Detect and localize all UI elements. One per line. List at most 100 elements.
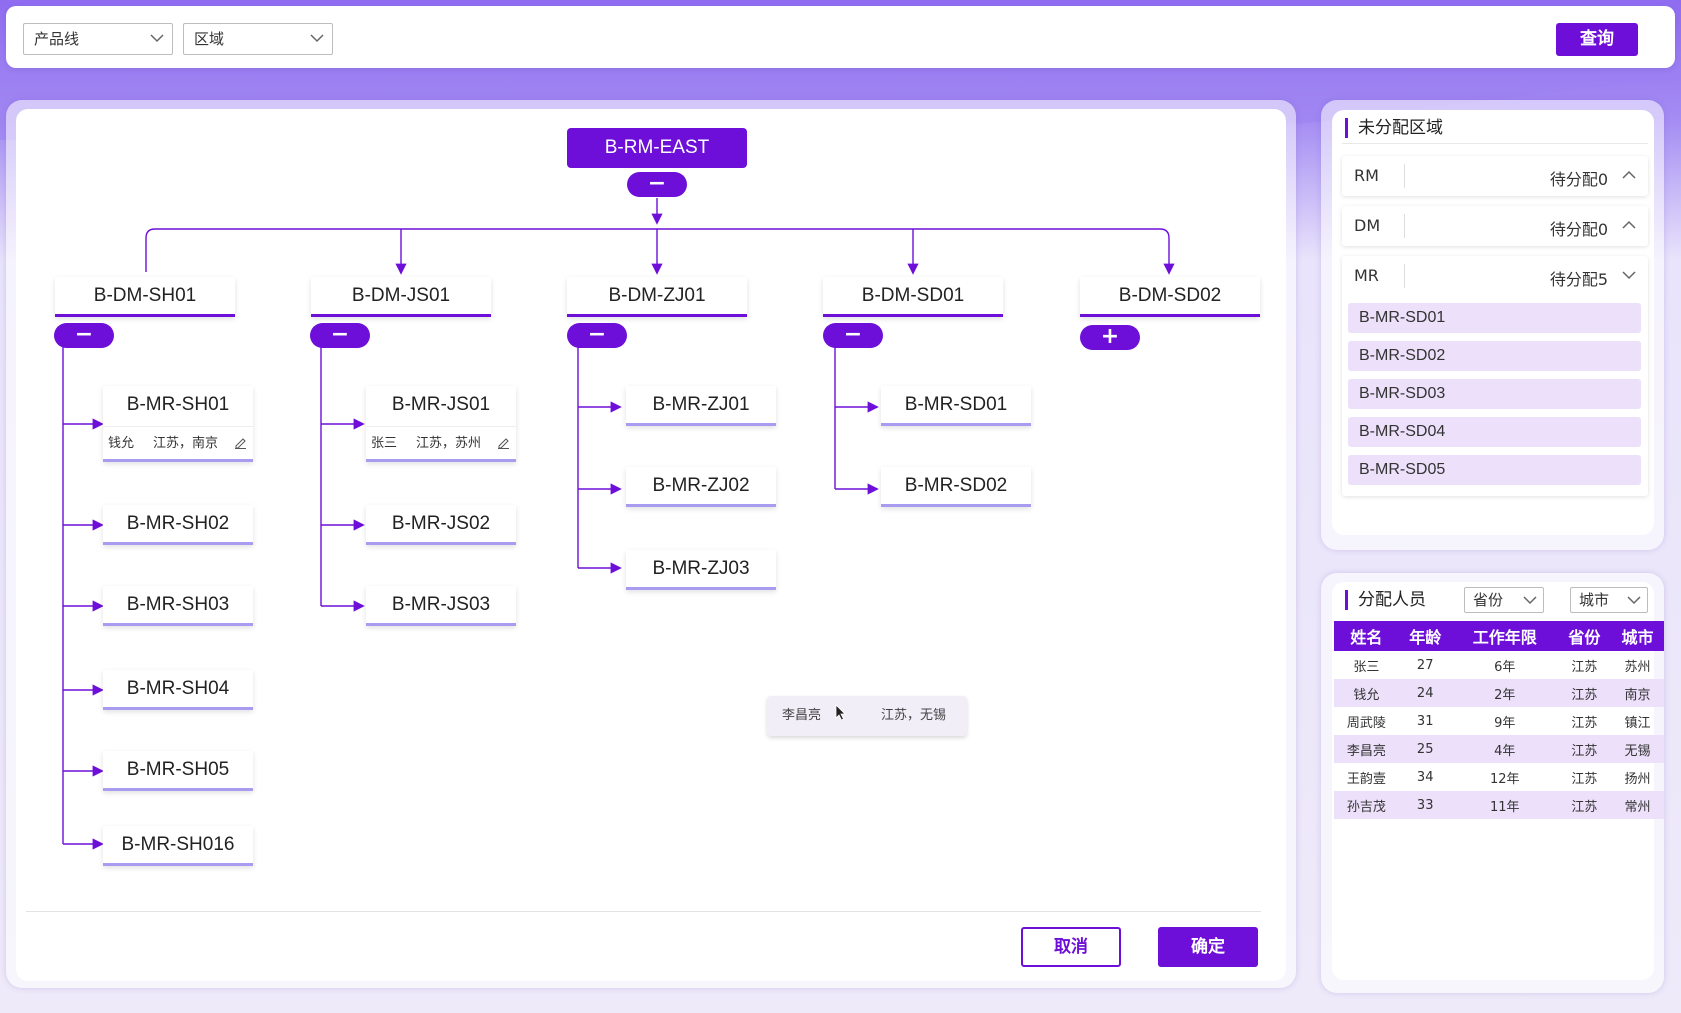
dm-node[interactable]: B-DM-SD01 — [823, 277, 1003, 317]
region-select[interactable]: 区域 — [183, 23, 333, 55]
mr-node[interactable]: B-MR-SD01 — [881, 386, 1031, 426]
accordion-separator — [1404, 264, 1405, 288]
dm-collapse-toggle[interactable]: − — [54, 323, 114, 348]
cell-years: 4年 — [1451, 735, 1558, 763]
cell-age: 24 — [1398, 679, 1452, 707]
cell-name: 周武陵 — [1346, 715, 1386, 731]
cell-province: 江苏 — [1571, 659, 1598, 675]
unassigned-panel-title: 未分配区域 — [1345, 118, 1443, 138]
mr-node-name: B-MR-JS01 — [391, 394, 491, 415]
unassigned-mr-item[interactable]: B-MR-SD02 — [1348, 341, 1641, 371]
cell-city: 镇江 — [1624, 715, 1651, 731]
table-row[interactable]: 周武陵 31 9年 江苏 镇江 — [1334, 707, 1664, 735]
edit-icon[interactable] — [497, 436, 510, 449]
assignee-location: 江苏，南京 — [153, 435, 219, 450]
root-node[interactable]: B-RM-EAST — [567, 128, 747, 168]
cell-age: 33 — [1398, 791, 1452, 819]
cell-city: 苏州 — [1624, 659, 1651, 675]
accordion-count: 待分配5 — [1549, 270, 1608, 289]
accordion-dm[interactable]: DM 待分配0 — [1342, 206, 1648, 246]
cell-age: 34 — [1416, 769, 1434, 785]
people-table: 姓名 年龄 工作年限 省份 城市 张三 27 6年 江苏 苏州 钱允 24 2年… — [1334, 621, 1664, 819]
footer-divider — [26, 911, 1261, 912]
mr-assignee: 钱允 江苏，南京 — [103, 426, 253, 459]
unassigned-mr-item[interactable]: B-MR-SD03 — [1348, 379, 1641, 409]
confirm-button[interactable]: 确定 — [1158, 927, 1258, 967]
unassigned-mr-item[interactable]: B-MR-SD01 — [1348, 303, 1641, 333]
dm-collapse-toggle[interactable]: − — [567, 323, 627, 348]
cancel-button[interactable]: 取消 — [1021, 927, 1121, 967]
dragging-person-card[interactable]: 李昌亮 江苏，无锡 — [767, 696, 967, 736]
edit-icon[interactable] — [234, 436, 247, 449]
cell-name: 王韵壹 — [1346, 771, 1386, 787]
drag-person-name: 李昌亮 — [782, 708, 822, 723]
chevron-down-icon — [150, 34, 164, 43]
mr-node[interactable]: B-MR-ZJ02 — [626, 467, 776, 507]
mr-node[interactable]: B-MR-SH05 — [103, 751, 253, 791]
region-select-value: 区域 — [194, 30, 225, 48]
mr-node[interactable]: B-MR-SH02 — [103, 505, 253, 545]
chevron-up-icon — [1622, 220, 1636, 229]
cell-name: 张三 — [1353, 659, 1380, 675]
table-row[interactable]: 李昌亮 25 4年 江苏 无锡 — [1334, 735, 1664, 763]
cell-province: 江苏 — [1557, 679, 1611, 707]
table-row[interactable]: 张三 27 6年 江苏 苏州 — [1334, 651, 1664, 679]
drag-person-location: 江苏，无锡 — [881, 708, 947, 723]
mr-node[interactable]: B-MR-SH04 — [103, 670, 253, 710]
column-header[interactable]: 城市 — [1610, 621, 1664, 651]
column-header[interactable]: 年龄 — [1398, 621, 1452, 651]
chevron-down-icon — [1523, 596, 1537, 605]
accordion-key: MR — [1354, 266, 1379, 285]
table-row[interactable]: 孙吉茂 33 11年 江苏 常州 — [1334, 791, 1664, 819]
chevron-down-icon — [1627, 596, 1641, 605]
product-line-select[interactable]: 产品线 — [23, 23, 173, 55]
dm-node[interactable]: B-DM-SD02 — [1080, 277, 1260, 317]
cell-city: 常州 — [1610, 791, 1664, 819]
table-row[interactable]: 王韵壹 34 12年 江苏 扬州 — [1334, 763, 1664, 791]
dm-node[interactable]: B-DM-SH01 — [55, 277, 235, 317]
people-panel-title: 分配人员 — [1345, 590, 1426, 610]
mr-node[interactable]: B-MR-JS03 — [366, 586, 516, 626]
chevron-down-icon — [1622, 271, 1636, 280]
root-collapse-toggle[interactable]: − — [627, 172, 687, 197]
table-row[interactable]: 钱允 24 2年 江苏 南京 — [1334, 679, 1664, 707]
cell-years: 6年 — [1494, 659, 1516, 675]
city-filter-select[interactable]: 城市 — [1570, 587, 1648, 613]
chevron-up-icon — [1622, 170, 1636, 179]
cell-name: 李昌亮 — [1334, 735, 1399, 763]
dm-collapse-toggle[interactable]: − — [823, 323, 883, 348]
province-filter-value: 省份 — [1473, 591, 1504, 609]
accordion-count: 待分配0 — [1549, 220, 1608, 239]
column-header[interactable]: 省份 — [1557, 621, 1611, 651]
mr-node[interactable]: B-MR-JS01 张三 江苏，苏州 — [366, 386, 516, 462]
tree-connectors — [62, 198, 1175, 850]
mr-node-name: B-MR-SH01 — [126, 394, 230, 415]
province-filter-select[interactable]: 省份 — [1464, 587, 1544, 613]
dm-collapse-toggle[interactable]: − — [310, 323, 370, 348]
mr-node[interactable]: B-MR-ZJ01 — [626, 386, 776, 426]
dm-node[interactable]: B-DM-ZJ01 — [567, 277, 747, 317]
accordion-rm[interactable]: RM 待分配0 — [1342, 156, 1648, 196]
mr-node[interactable]: B-MR-SH016 — [103, 826, 253, 866]
mr-node[interactable]: B-MR-SH03 — [103, 586, 253, 626]
mr-node[interactable]: B-MR-SH01 钱允 江苏，南京 — [103, 386, 253, 462]
accordion-key: DM — [1354, 216, 1381, 235]
mr-node[interactable]: B-MR-ZJ03 — [626, 550, 776, 590]
column-header[interactable]: 工作年限 — [1451, 621, 1558, 651]
mr-node[interactable]: B-MR-SD02 — [881, 467, 1031, 507]
unassigned-mr-item[interactable]: B-MR-SD05 — [1348, 455, 1641, 485]
accordion-key: RM — [1354, 166, 1379, 185]
dm-node[interactable]: B-DM-JS01 — [311, 277, 491, 317]
column-header[interactable]: 姓名 — [1334, 621, 1399, 651]
query-button[interactable]: 查询 — [1556, 23, 1638, 56]
mr-assignee: 张三 江苏，苏州 — [366, 426, 516, 459]
cell-age: 27 — [1416, 657, 1434, 673]
table-header-row: 姓名 年龄 工作年限 省份 城市 — [1334, 621, 1664, 651]
cell-name: 钱允 — [1334, 679, 1399, 707]
cell-name: 孙吉茂 — [1334, 791, 1399, 819]
cell-years: 2年 — [1451, 679, 1558, 707]
product-line-select-value: 产品线 — [34, 30, 80, 48]
unassigned-mr-item[interactable]: B-MR-SD04 — [1348, 417, 1641, 447]
mr-node[interactable]: B-MR-JS02 — [366, 505, 516, 545]
dm-expand-toggle[interactable]: + — [1080, 325, 1140, 350]
